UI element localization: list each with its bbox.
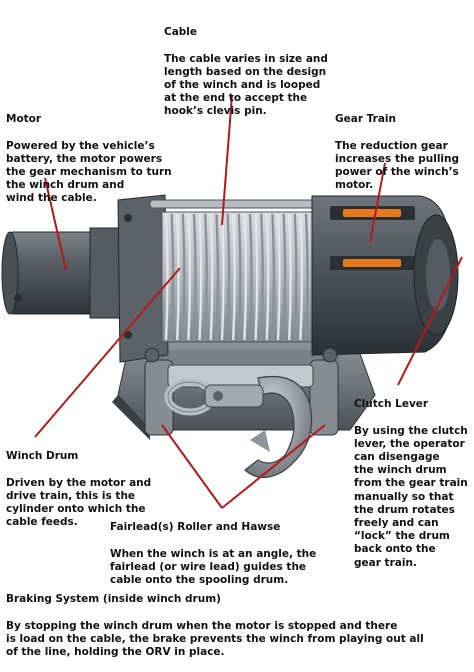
label-cable-title: Cable: [164, 26, 198, 39]
label-braking-system-desc: By stopping the winch drum when the moto…: [6, 619, 424, 659]
cable-wrap: [237, 213, 242, 341]
cable-wrap: [299, 213, 304, 341]
cable-wrap: [265, 213, 270, 341]
drum-end-plate-left: [117, 194, 169, 363]
cable-wrap: [288, 213, 292, 341]
cable-wrap: [181, 213, 186, 341]
label-clutch-lever-desc: By using the clutch lever, the operator …: [354, 424, 468, 569]
cable-wrap: [271, 213, 276, 341]
label-cable: Cable The cable varies in size and lengt…: [164, 13, 364, 132]
winch-drum: [161, 211, 313, 343]
leader-motor: [44, 177, 67, 271]
cable-wrap: [192, 213, 197, 341]
leader-clutch-lever: [397, 256, 463, 386]
cable-wrap: [260, 213, 264, 341]
motor-body: [1, 227, 131, 319]
cable-wrap: [215, 213, 220, 341]
label-gear-train: Gear Train The reduction gear increases …: [335, 100, 470, 206]
leader-cable: [221, 94, 233, 226]
label-gear-train-desc: The reduction gear increases the pulling…: [335, 139, 460, 192]
gear-housing: [311, 195, 459, 356]
label-winch-drum: Winch Drum Driven by the motor and drive…: [6, 437, 166, 543]
label-motor: Motor Powered by the vehicle’s battery, …: [6, 100, 186, 219]
label-motor-title: Motor: [6, 113, 42, 126]
cable-wrap: [220, 213, 225, 341]
cable-wrap: [198, 213, 203, 341]
cable-wrap: [164, 213, 169, 341]
label-fairlead-title: Fairlead(s) Roller and Hawse: [110, 521, 281, 534]
leader-fairlead-right: [221, 424, 326, 509]
label-fairlead: Fairlead(s) Roller and Hawse When the wi…: [110, 508, 340, 600]
cable-wrap: [276, 213, 281, 341]
label-fairlead-desc: When the winch is at an angle, the fairl…: [110, 547, 317, 587]
hook: [204, 375, 313, 479]
cable-wrap: [243, 213, 248, 341]
label-braking-system-title: Braking System (inside winch drum): [6, 593, 221, 606]
cable-wrap: [187, 213, 192, 341]
leader-gear-train: [369, 162, 386, 243]
label-cable-desc: The cable varies in size and length base…: [164, 52, 328, 118]
leader-lines: [34, 94, 463, 509]
cable-wrap: [209, 213, 214, 341]
cable-wrap: [226, 213, 231, 341]
label-winch-drum-desc: Driven by the motor and drive train, thi…: [6, 476, 152, 529]
cable-wrap: [176, 213, 180, 341]
leader-fairlead-left: [161, 424, 223, 509]
cable-wrap: [232, 213, 236, 341]
label-braking-system: Braking System (inside winch drum) By st…: [6, 580, 472, 672]
label-motor-desc: Powered by the vehicle’s battery, the mo…: [6, 139, 172, 205]
leader-winch-drum: [34, 267, 181, 438]
cable-wrap: [248, 213, 253, 341]
label-clutch-lever-title: Clutch Lever: [354, 398, 429, 411]
cable-wraps: [164, 213, 309, 341]
cable-wrap: [254, 213, 259, 341]
winch-illustration: [1, 94, 463, 509]
label-winch-drum-title: Winch Drum: [6, 450, 79, 463]
label-gear-train-title: Gear Train: [335, 113, 397, 126]
cable-wrap: [282, 213, 287, 341]
cable-wrap: [204, 213, 208, 341]
cable-wrap: [304, 213, 309, 341]
cable-wrap: [293, 213, 298, 341]
label-clutch-lever: Clutch Lever By using the clutch lever, …: [354, 385, 472, 583]
